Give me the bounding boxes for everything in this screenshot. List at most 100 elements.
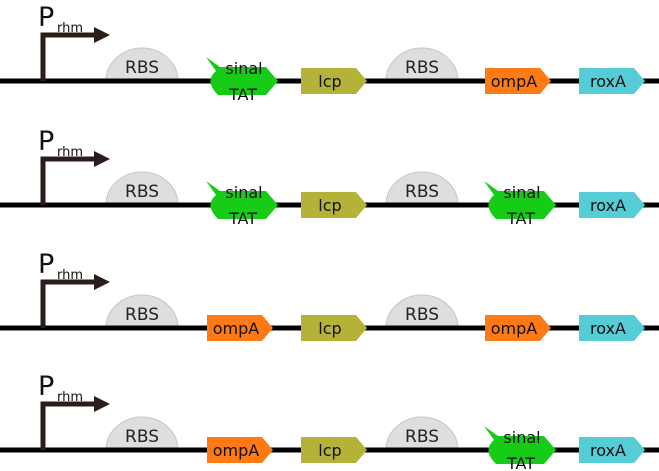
signal-peptide-icon: [206, 57, 278, 95]
rbs-label: RBS: [125, 305, 159, 325]
cds-label: lcp: [318, 441, 341, 460]
promoter-arrowhead-icon: [94, 27, 110, 43]
cds-ompA: ompA: [485, 315, 551, 341]
cds-arrow-icon: [485, 68, 551, 94]
promoter-label: P: [38, 126, 54, 157]
rbs-label: RBS: [405, 305, 439, 325]
cds-arrow-icon: [207, 315, 273, 341]
rbs-dome-icon: [385, 416, 459, 451]
cds-arrow-icon: [579, 68, 645, 94]
rbs: RBS: [385, 171, 459, 206]
promoter-arrowhead-icon: [94, 151, 110, 167]
promoter-arrow-icon: [40, 401, 96, 450]
sinal-tat-label-line1: sinal: [503, 183, 540, 202]
cds-arrow-icon: [485, 315, 551, 341]
cds-arrow-icon: [579, 437, 645, 463]
cds-roxA: roxA: [579, 437, 645, 463]
cds-label: roxA: [590, 441, 626, 460]
cds-label: ompA: [491, 319, 538, 338]
cds-roxA: roxA: [579, 192, 645, 218]
rbs: RBS: [385, 294, 459, 329]
promoter-subscript: rhm: [57, 145, 83, 160]
cds-arrow-icon: [579, 192, 645, 218]
cds-ompA: ompA: [207, 437, 273, 463]
rbs: RBS: [105, 294, 179, 329]
rbs: RBS: [385, 416, 459, 451]
rbs: RBS: [105, 416, 179, 451]
rbs: RBS: [105, 171, 179, 206]
signal-peptide-icon: [484, 426, 556, 464]
rbs-dome-icon: [105, 171, 179, 206]
cds-label: lcp: [318, 196, 341, 215]
rbs-label: RBS: [405, 58, 439, 78]
promoter-subscript: rhm: [57, 268, 83, 283]
cds-lcp: lcp: [301, 192, 367, 218]
sinal-tat-label-line1: sinal: [225, 59, 262, 78]
promoter-subscript: rhm: [57, 21, 83, 36]
cds-arrow-icon: [301, 437, 367, 463]
promoter-arrowhead-icon: [94, 274, 110, 290]
rbs-dome-icon: [385, 294, 459, 329]
cds-arrow-icon: [579, 315, 645, 341]
cds-lcp: lcp: [301, 68, 367, 94]
promoter-label: P: [38, 249, 54, 280]
cds-label: ompA: [213, 441, 260, 460]
rbs-label: RBS: [125, 182, 159, 202]
sinal-tat-label-line2: TAT: [228, 209, 257, 228]
cds-label: roxA: [590, 319, 626, 338]
rbs-label: RBS: [405, 182, 439, 202]
rbs-label: RBS: [125, 58, 159, 78]
rbs-label: RBS: [405, 427, 439, 447]
promoter-arrow-icon: [40, 32, 96, 81]
signal-peptide-icon: [206, 181, 278, 219]
cds-arrow-icon: [301, 315, 367, 341]
rbs: RBS: [385, 47, 459, 82]
cds-arrow-icon: [207, 437, 273, 463]
cds-lcp: lcp: [301, 437, 367, 463]
sinal-tat-label-line2: TAT: [228, 85, 257, 104]
promoter-subscript: rhm: [57, 390, 83, 405]
sinal-tat-label-line2: TAT: [506, 209, 535, 228]
cds-label: ompA: [491, 72, 538, 91]
cds-ompA: ompA: [485, 68, 551, 94]
cds-label: ompA: [213, 319, 260, 338]
signal-peptide-icon: [484, 181, 556, 219]
cds-lcp: lcp: [301, 315, 367, 341]
rbs-dome-icon: [385, 171, 459, 206]
cds-label: lcp: [318, 319, 341, 338]
promoter-label: P: [38, 2, 54, 33]
rbs-dome-icon: [105, 416, 179, 451]
cds-ompA: ompA: [207, 315, 273, 341]
cds-arrow-icon: [301, 192, 367, 218]
rbs-dome-icon: [105, 294, 179, 329]
sinal-tat-label-line2: TAT: [506, 454, 535, 471]
promoter-arrow-icon: [40, 156, 96, 205]
rbs-dome-icon: [385, 47, 459, 82]
rbs: RBS: [105, 47, 179, 82]
promoter-arrowhead-icon: [94, 396, 110, 412]
cds-roxA: roxA: [579, 68, 645, 94]
rbs-label: RBS: [125, 427, 159, 447]
sinal-tat-label-line1: sinal: [225, 183, 262, 202]
cds-label: roxA: [590, 196, 626, 215]
cds-label: roxA: [590, 72, 626, 91]
promoter-arrow-icon: [40, 279, 96, 328]
cds-arrow-icon: [301, 68, 367, 94]
sinal-tat-label-line1: sinal: [503, 428, 540, 447]
cds-label: lcp: [318, 72, 341, 91]
rbs-dome-icon: [105, 47, 179, 82]
promoter-label: P: [38, 371, 54, 402]
